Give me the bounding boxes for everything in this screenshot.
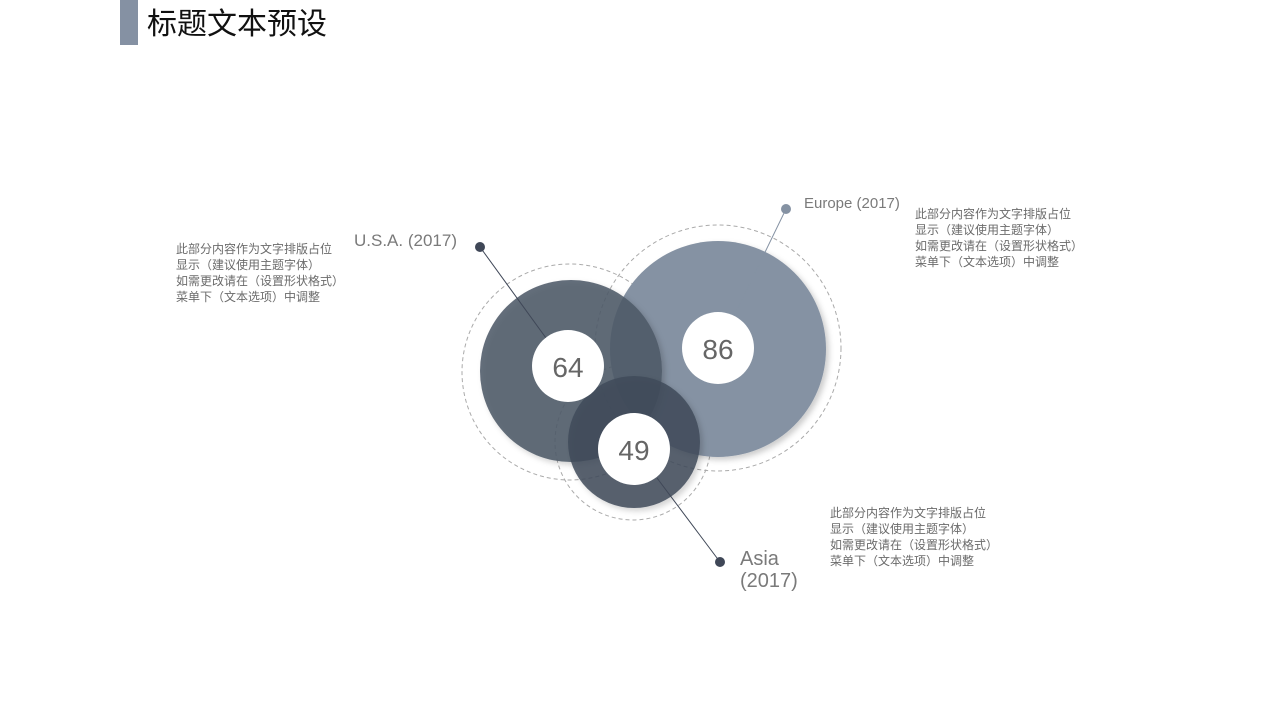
- desc-line: 菜单下（文本选项）中调整: [830, 554, 975, 568]
- title-accent-bar: [120, 0, 138, 45]
- europe-value: 86: [702, 334, 733, 365]
- page-title: 标题文本预设: [147, 8, 327, 41]
- asia-leader-line: [656, 477, 721, 563]
- usa-description: 此部分内容作为文字排版占位 显示（建议使用主题字体） 如需更改请在（设置形状格式…: [176, 241, 344, 305]
- desc-line: 显示（建议使用主题字体）: [915, 223, 1060, 237]
- europe-leader-line: [734, 208, 787, 315]
- desc-line: 菜单下（文本选项）中调整: [176, 290, 321, 304]
- usa-label: U.S.A. (2017): [354, 231, 457, 250]
- asia-value-disc: [598, 413, 670, 485]
- asia-description: 此部分内容作为文字排版占位 显示（建议使用主题字体） 如需更改请在（设置形状格式…: [830, 505, 998, 569]
- europe-description: 此部分内容作为文字排版占位 显示（建议使用主题字体） 如需更改请在（设置形状格式…: [915, 206, 1083, 270]
- usa-value-disc: [532, 330, 604, 402]
- desc-line: 显示（建议使用主题字体）: [176, 258, 321, 272]
- desc-line: 显示（建议使用主题字体）: [830, 522, 975, 536]
- asia-value: 49: [618, 435, 649, 466]
- europe-value-disc: [682, 312, 754, 384]
- asia-dot: [715, 557, 725, 567]
- desc-line: 如需更改请在（设置形状格式）: [915, 239, 1084, 253]
- asia-label: Asia (2017): [740, 548, 798, 592]
- europe-dot: [781, 204, 791, 214]
- usa-value: 64: [552, 352, 583, 383]
- desc-line: 如需更改请在（设置形状格式）: [830, 538, 999, 552]
- desc-line: 如需更改请在（设置形状格式）: [176, 274, 345, 288]
- asia-label-name: Asia: [740, 548, 779, 570]
- desc-line: 菜单下（文本选项）中调整: [915, 255, 1060, 269]
- desc-line: 此部分内容作为文字排版占位: [176, 242, 333, 256]
- usa-leader-line: [479, 246, 547, 339]
- desc-line: 此部分内容作为文字排版占位: [915, 207, 1072, 221]
- asia-label-year: (2017): [740, 570, 798, 592]
- usa-dot: [475, 242, 485, 252]
- desc-line: 此部分内容作为文字排版占位: [830, 506, 987, 520]
- europe-label: Europe (2017): [804, 195, 900, 212]
